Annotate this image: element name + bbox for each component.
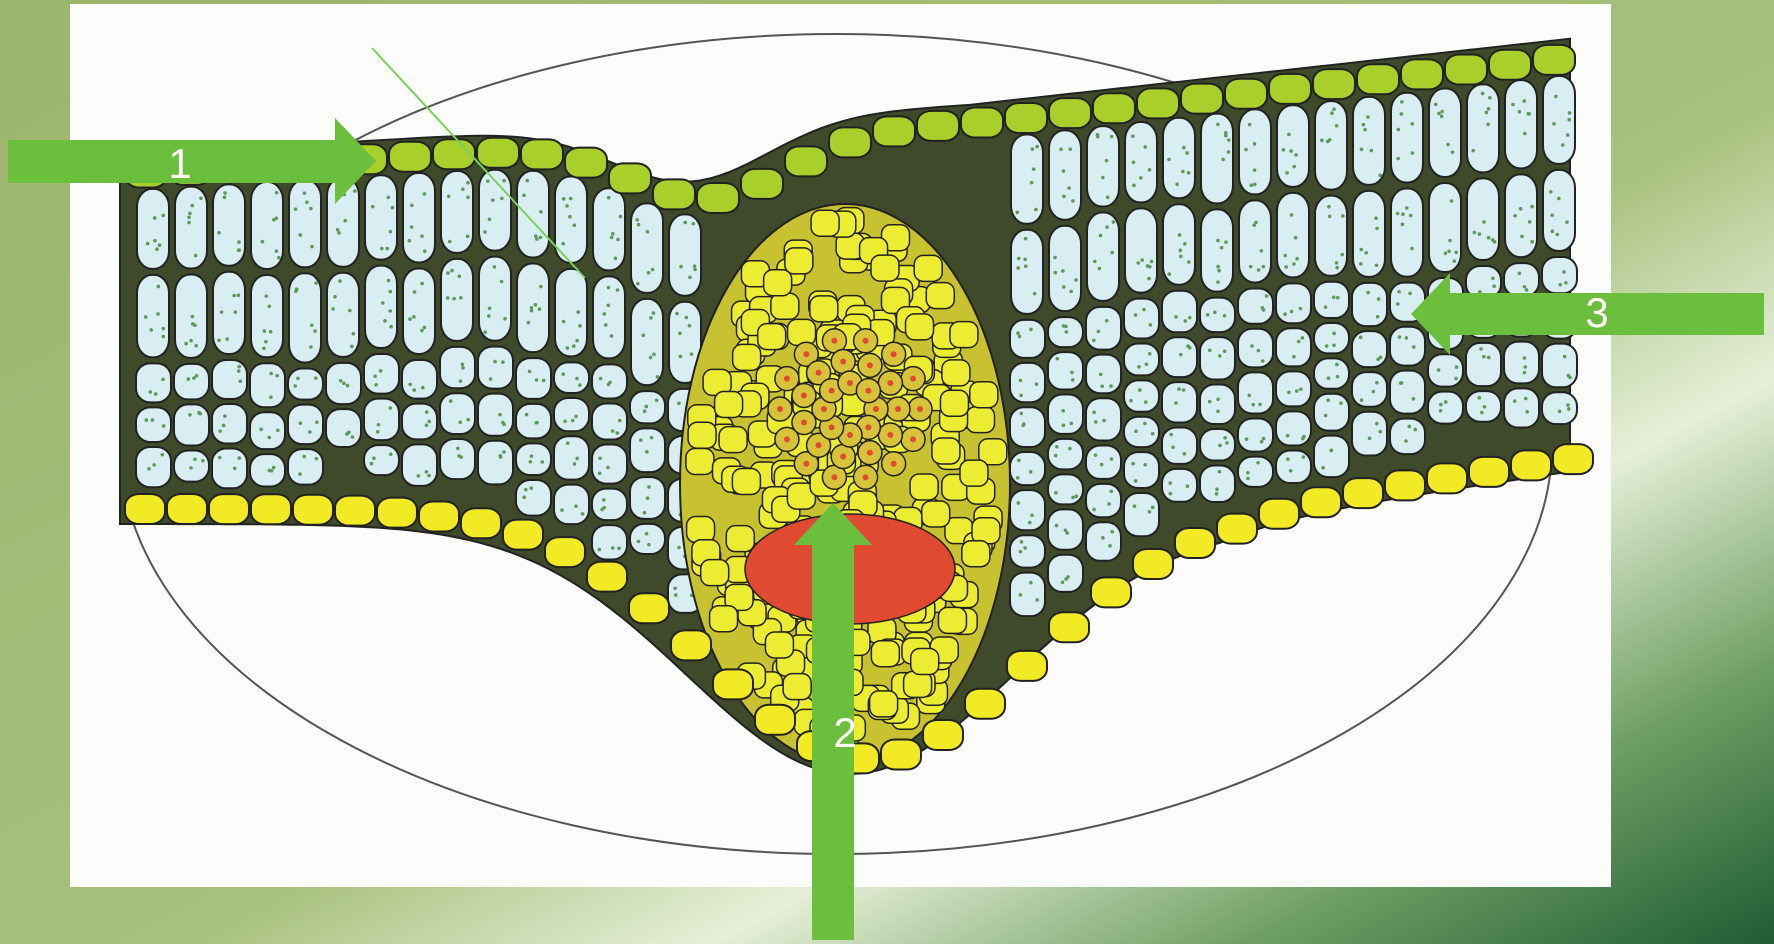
marker-3-label: 3 — [1585, 292, 1608, 334]
marker-2-label: 2 — [833, 712, 856, 754]
arrow-1 — [8, 118, 376, 204]
marker-1-label: 1 — [168, 143, 191, 185]
pointer-line — [372, 48, 585, 278]
